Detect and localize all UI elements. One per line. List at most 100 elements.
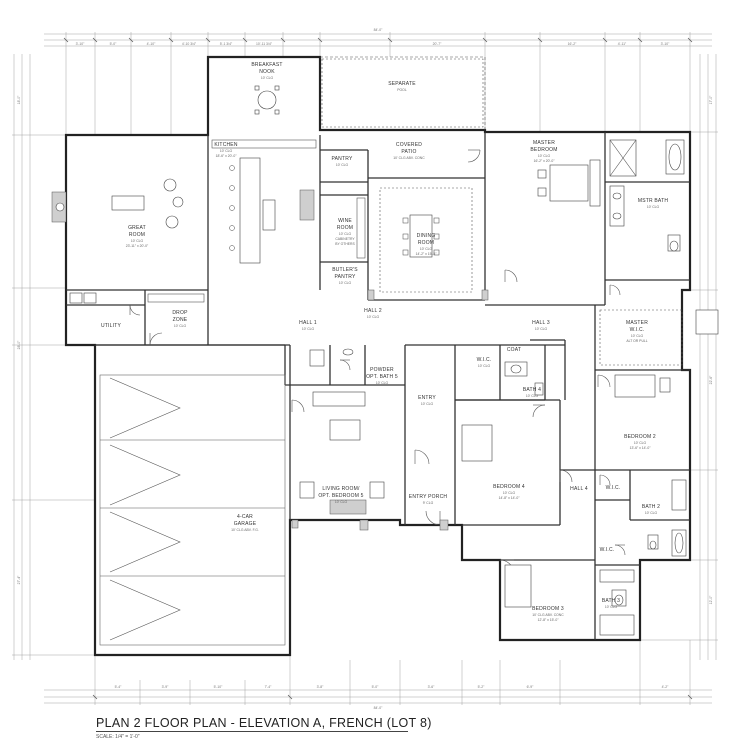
label-drop-zone-sub: 10' CLG [174, 324, 187, 328]
label-bedroom-4-sub-2: 14'-8" x 14'-0" [499, 496, 521, 500]
label-kitchen: KITCHEN [214, 142, 238, 148]
label-bath-3-sub: 10' CLG [605, 605, 618, 609]
label-bedroom-4: BEDROOM 4 [493, 484, 525, 490]
label-butlers-pantry-sub: 10' CLG [339, 281, 352, 285]
label-master-wic-2: W.I.C. [630, 327, 645, 333]
label-covered-patio-2: PATIO [401, 149, 416, 155]
label-dining-room-sub-2: 14'-2" x 15'-5" [416, 252, 438, 256]
dim-bottom-4: 7'-4" [265, 685, 273, 689]
dim-bottom-7: 3'-6" [428, 685, 436, 689]
label-hall-3: HALL 3 [532, 320, 550, 326]
label-master-wic-1: MASTER [626, 320, 648, 326]
label-bath-3: BATH 3 [602, 598, 620, 604]
label-master-bedroom-2: BEDROOM [530, 147, 557, 153]
dim-top-8: 16'-2" [568, 42, 577, 46]
exterior-walls [64, 55, 692, 657]
label-living-room-sub: 10' CLG [335, 500, 348, 504]
label-butlers-pantry-2: PANTRY [334, 274, 355, 280]
label-garage-1: 4-CAR [237, 514, 253, 520]
label-great-room-sub-1: 10' CLG [131, 239, 144, 243]
label-master-bedroom-1: MASTER [533, 140, 555, 146]
label-drop-zone-2: ZONE [173, 317, 188, 323]
label-kitchen-sub-1: 10' CLG [220, 149, 233, 153]
label-hall-4: HALL 4 [570, 486, 588, 492]
dim-right-1: 17'-0" [709, 95, 713, 104]
title-underline [96, 731, 408, 732]
label-hall-1-sub: 10' CLG [302, 327, 315, 331]
label-breakfast-nook-2: NOOK [259, 69, 275, 75]
dim-overall-bottom: 84'-0" [374, 706, 383, 710]
room-labels: BREAKFAST NOOK 10' CLG SEPARATE POOL GRE… [101, 62, 668, 622]
label-coat: COAT [507, 347, 521, 353]
dim-left-3: 27'-4" [17, 575, 21, 584]
label-bedroom-2: BEDROOM 2 [624, 434, 656, 440]
dim-top-10: 3'-10" [661, 42, 670, 46]
label-pantry-sub: 10' CLG [336, 163, 349, 167]
label-bedroom-2-sub-1: 10' CLG [634, 441, 647, 445]
dim-top-3: 4'-10" [147, 42, 156, 46]
label-bath-4: BATH 4 [523, 387, 541, 393]
label-breakfast-nook-1: BREAKFAST [251, 62, 282, 68]
label-butlers-pantry-1: BUTLER'S [332, 267, 358, 273]
label-covered-patio-1: COVERED [396, 142, 422, 148]
label-drop-zone-1: DROP [172, 310, 188, 316]
label-master-wic-sub-1: 10' CLG [631, 334, 644, 338]
label-dining-room-2: ROOM [418, 240, 434, 246]
label-separate-1: SEPARATE [388, 81, 416, 87]
dim-overall-top: 84'-0" [374, 28, 383, 32]
label-powder-sub: 10' CLG [376, 381, 389, 385]
dim-bottom-8: 5'-2" [478, 685, 486, 689]
dim-top-1: 3'-10" [76, 42, 85, 46]
label-bedroom-3: BEDROOM 3 [532, 606, 564, 612]
label-garage-sub: 10' CLG ABV. F.G. [231, 528, 259, 532]
label-hall-2-sub: 10' CLG [367, 315, 380, 319]
label-bath-4-sub: 10' CLG [526, 394, 539, 398]
dim-right-2: 22'-6" [709, 375, 713, 384]
label-dining-room-1: DINING [417, 233, 436, 239]
dim-top-6: 10'-11 3/4" [256, 42, 273, 46]
label-living-room-2: OPT. BEDROOM 5 [318, 493, 363, 499]
label-garage-2: GARAGE [234, 521, 257, 527]
dim-top-2: 5'-0" [110, 42, 118, 46]
label-powder-1: POWDER [370, 367, 394, 373]
label-living-room-1: LIVING ROOM/ [322, 486, 360, 492]
label-master-wic-sub-2: ALT OR PULL [626, 339, 647, 343]
label-entry: ENTRY [418, 395, 436, 401]
label-utility: UTILITY [101, 323, 121, 329]
label-kitchen-sub-2: 18'-6" x 20'-0" [216, 154, 238, 158]
interior-walls [66, 132, 690, 640]
label-bedroom-3-sub-1: 10' CLG ABV. CONC [532, 613, 564, 617]
label-wine-room-sub-1: 10' CLG [339, 232, 352, 236]
label-dining-room-sub-1: 10' CLG [420, 247, 433, 251]
label-great-room-1: GREAT [128, 225, 146, 231]
dim-bottom-10: 4'-2" [662, 685, 670, 689]
dim-left-2: 28'-0" [17, 340, 21, 349]
label-hall-1: HALL 1 [299, 320, 317, 326]
dim-bottom-3: 5'-10" [214, 685, 223, 689]
dim-bottom-2: 3'-9" [162, 685, 170, 689]
label-hall-3-sub: 10' CLG [535, 327, 548, 331]
dimension-grid: 84'-0" 3'-10" 5'-0" 4'-10" 4'-10 3/4" 5'… [12, 28, 718, 710]
furniture [51, 85, 719, 636]
label-covered-patio-sub: 10' CLG ABV. CONC [393, 156, 425, 160]
label-wic-1: W.I.C. [477, 357, 492, 363]
label-wine-room-1: WINE [338, 218, 352, 224]
title-block: PLAN 2 FLOOR PLAN - ELEVATION A, FRENCH … [96, 716, 556, 740]
plan-title: PLAN 2 FLOOR PLAN - ELEVATION A, FRENCH … [96, 716, 432, 730]
label-bedroom-3-sub-2: 12'-8" x 15'-0" [538, 618, 560, 622]
label-master-bedroom-sub-2: 16'-2" x 20'-0" [534, 159, 556, 163]
label-wic-2: W.I.C. [606, 485, 621, 491]
label-master-bedroom-sub-1: 10' CLG [538, 154, 551, 158]
dim-bottom-1: 5'-4" [115, 685, 123, 689]
label-hall-2: HALL 2 [364, 308, 382, 314]
dim-top-9: 4'-11" [618, 42, 627, 46]
dim-bottom-6: 5'-0" [372, 685, 380, 689]
label-bath-2: BATH 2 [642, 504, 660, 510]
dim-right-3: 12'-0" [709, 595, 713, 604]
label-wine-room-2: ROOM [337, 225, 353, 231]
label-wic-3: W.I.C. [600, 547, 615, 553]
label-bath-2-sub: 10' CLG [645, 511, 658, 515]
dim-top-4: 4'-10 3/4" [182, 42, 197, 46]
door-swings [129, 149, 626, 575]
label-great-room-2: ROOM [129, 232, 145, 238]
